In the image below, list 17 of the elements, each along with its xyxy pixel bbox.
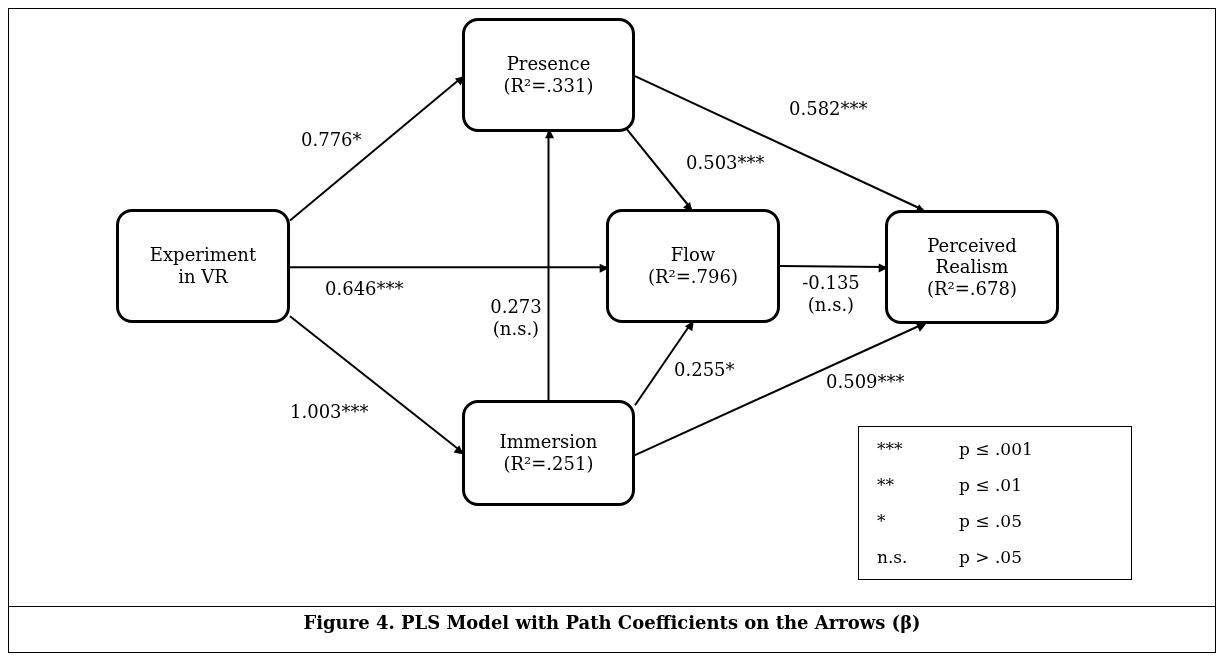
significance-symbol: *** bbox=[877, 439, 903, 459]
construct-box: Immersion (R²=.251) bbox=[462, 400, 635, 506]
figure-caption: Figure 4. PLS Model with Path Coefficients on the Arrows (β) bbox=[302, 612, 922, 633]
p-value-threshold: p ≤ .001 bbox=[959, 439, 1033, 459]
construct-box: Perceived Realism (R²=.678) bbox=[885, 210, 1059, 324]
path-arrow bbox=[634, 323, 927, 457]
path-arrow bbox=[289, 315, 464, 455]
significance-symbol: ** bbox=[877, 475, 894, 495]
p-value-threshold: p ≤ .01 bbox=[959, 475, 1022, 495]
construct-box: Flow (R²=.796) bbox=[606, 209, 780, 323]
path-arrow bbox=[634, 321, 694, 407]
p-value-threshold: p > .05 bbox=[959, 547, 1022, 567]
construct-box: Experiment in VR bbox=[116, 209, 290, 323]
p-value-threshold: p ≤ .05 bbox=[959, 511, 1022, 531]
significance-symbol: * bbox=[877, 511, 886, 531]
construct-box: Presence (R²=.331) bbox=[462, 18, 635, 132]
significance-symbol: n.s. bbox=[877, 547, 908, 567]
